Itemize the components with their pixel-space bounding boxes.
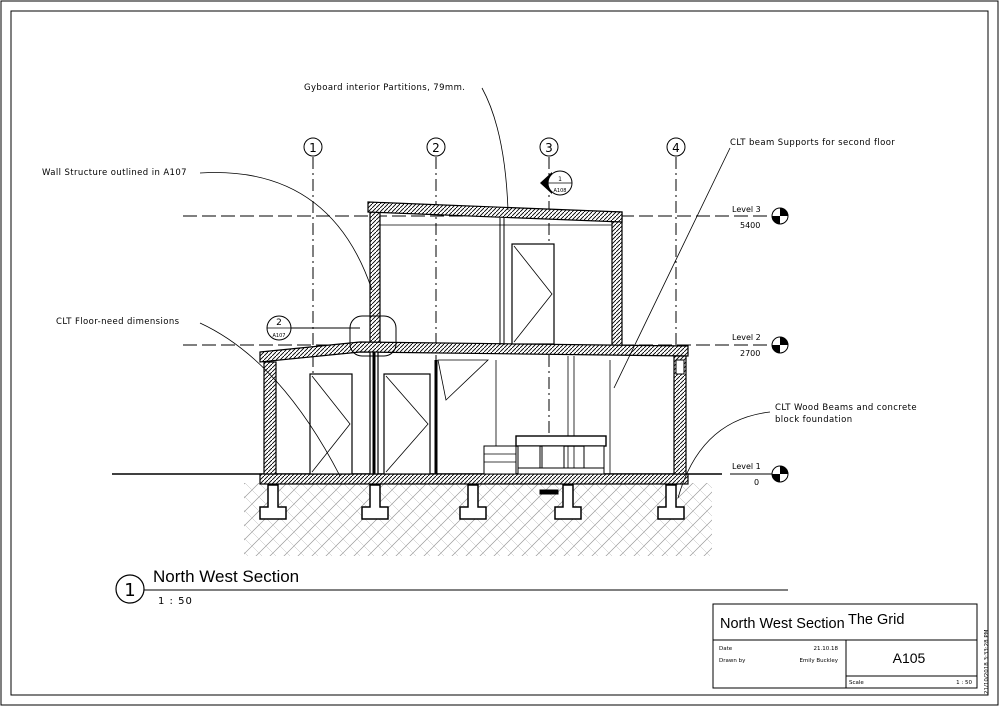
annotation-clt-wood-line2: block foundation <box>775 415 853 425</box>
annotation-clt-floor: CLT Floor-need dimensions <box>56 317 180 327</box>
annotation-clt-wood-line1: CLT Wood Beams and concrete <box>775 403 917 413</box>
annotation-clt-beam: CLT beam Supports for second floor <box>730 138 895 148</box>
annotation-gyboard: Gyboard interior Partitions, 79mm. <box>304 83 465 93</box>
title-block-scale-label: Scale <box>849 680 864 686</box>
grid-label-1: 1 <box>309 141 317 155</box>
section-left-number: 2 <box>276 318 282 328</box>
level-1-name: Level 1 <box>732 462 761 471</box>
title-block-sheet-name: North West Section <box>720 616 845 632</box>
callout-cloud <box>349 315 397 357</box>
level-symbol-1 <box>771 465 789 483</box>
section-top-sheet: A108 <box>554 188 567 194</box>
view-number: 1 <box>124 580 135 601</box>
footings <box>259 484 685 520</box>
level-3-name: Level 3 <box>732 205 761 214</box>
grid-bubble-2 <box>426 137 446 157</box>
sheet-border-inner <box>10 10 989 696</box>
leader-lines <box>199 87 771 499</box>
grid-bubble-3 <box>539 137 559 157</box>
title-block-sheet-number: A105 <box>893 650 926 666</box>
section-left-sheet: A107 <box>273 333 286 339</box>
title-block-drawn-value: Emily Buckley <box>799 658 838 664</box>
section-top-number: 1 <box>558 176 562 183</box>
title-block-scale-value: 1 : 50 <box>956 680 972 686</box>
title-block-project: The Grid <box>848 612 904 628</box>
grid-bubbles <box>303 137 686 157</box>
building-section <box>259 201 689 495</box>
level-symbol-2 <box>771 336 789 354</box>
grid-label-2: 2 <box>432 141 440 155</box>
grid-label-4: 4 <box>672 141 680 155</box>
annotation-wall-structure: Wall Structure outlined in A107 <box>42 168 187 178</box>
level-2-elevation: 2700 <box>740 349 760 358</box>
level-1-elevation: 0 <box>754 478 759 487</box>
grid-bubble-1 <box>303 137 323 157</box>
view-scale: 1 : 50 <box>158 596 193 607</box>
level-3-elevation: 5400 <box>740 221 760 230</box>
view-number-bubble <box>115 574 145 604</box>
section-marker-top <box>540 170 573 196</box>
grid-label-3: 3 <box>545 141 553 155</box>
title-block-date-value: 21.10.18 <box>814 646 839 652</box>
title-block-drawn-label: Drawn by <box>719 658 746 664</box>
section-marker-left <box>266 315 360 341</box>
title-block-date-label: Date <box>719 646 733 652</box>
level-2-name: Level 2 <box>732 333 761 342</box>
grid-bubble-4 <box>666 137 686 157</box>
level-symbol-3 <box>771 207 789 225</box>
view-title: North West Section <box>153 567 299 586</box>
title-block <box>712 603 978 689</box>
title-block-timestamp: 21/10/2018 3:33:28 PM <box>984 629 990 694</box>
